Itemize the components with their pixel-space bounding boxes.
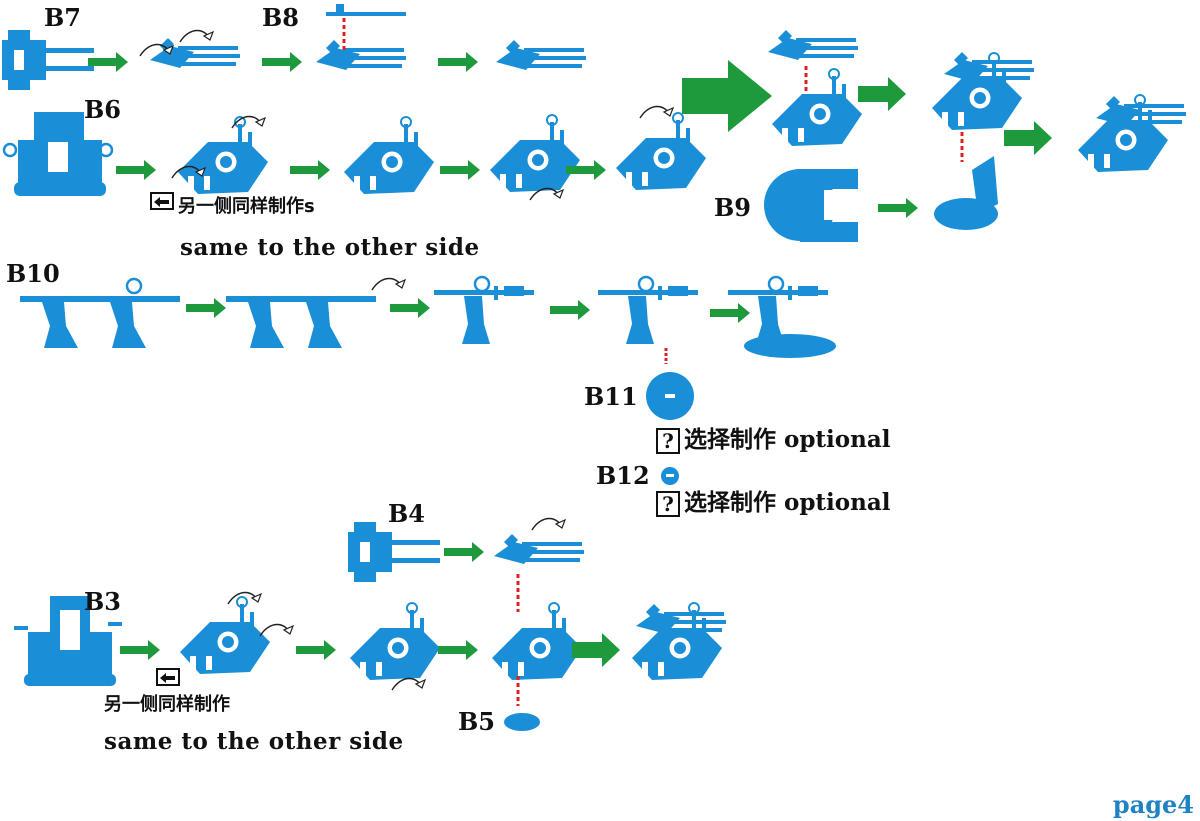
green-arrow-icon <box>550 300 590 320</box>
label-b10: B10 <box>6 259 60 288</box>
green-arrow-icon <box>120 640 160 660</box>
curved-fold-arrow-icon <box>639 105 674 119</box>
b7-folding-step <box>150 38 240 68</box>
green-arrow-icon <box>710 303 750 323</box>
b4-folded <box>494 534 584 564</box>
b3-step-2 <box>348 601 442 682</box>
b10-step-3 <box>596 275 700 346</box>
question-box-icon: ? <box>656 428 680 454</box>
b5-base-part <box>504 713 540 731</box>
b9-base-part <box>764 169 858 242</box>
b6-flat-part <box>2 112 114 196</box>
flip-side-icon <box>156 668 180 686</box>
b11-optional-text: 选择制作 optional <box>684 426 891 453</box>
green-arrow-icon <box>444 542 484 562</box>
green-arrow-icon <box>116 160 156 180</box>
green-arrow-icon <box>440 160 480 180</box>
green-arrow-icon <box>682 60 772 132</box>
label-b5: B5 <box>458 707 495 736</box>
question-box-icon: ? <box>656 491 680 517</box>
b12-optional-note: ?选择制作 optional <box>656 491 891 517</box>
b6-step-2 <box>342 115 436 196</box>
green-arrow-icon <box>290 160 330 180</box>
b10-step-2 <box>432 275 536 346</box>
curved-fold-arrow-icon <box>179 29 214 43</box>
b3-note-chinese: 另一侧同样制作 <box>104 694 230 715</box>
b6-step-4 <box>614 111 708 192</box>
label-b12: B12 <box>596 461 650 490</box>
b11-disc-part <box>646 372 694 420</box>
b4-flat-part <box>348 522 440 582</box>
b6-note-english: same to the other side <box>180 234 480 261</box>
b10-result <box>726 275 836 358</box>
b10-flat-part <box>20 277 180 348</box>
curved-fold-arrow-icon <box>391 677 426 691</box>
green-arrow-icon <box>438 640 478 660</box>
label-b6: B6 <box>84 95 121 124</box>
b3-step-3 <box>490 601 584 682</box>
b3-step-1 <box>178 595 272 676</box>
b9-folded-base <box>934 156 998 230</box>
page-number: page4 <box>1112 790 1194 819</box>
b6-step-3 <box>488 113 582 194</box>
b12-optional-text: 选择制作 optional <box>684 489 891 516</box>
green-arrow-icon <box>296 640 336 660</box>
combined-mount <box>770 67 864 148</box>
label-b4: B4 <box>388 499 425 528</box>
green-arrow-icon <box>390 298 430 318</box>
b8-top-part <box>326 4 406 16</box>
combined-assembly-step <box>768 30 858 60</box>
green-arrow-icon <box>572 633 620 667</box>
b7-flat-part <box>2 30 94 90</box>
b6-step-1 <box>176 115 270 196</box>
flip-side-icon <box>150 192 174 210</box>
label-b8: B8 <box>262 3 299 32</box>
curved-fold-arrow-icon <box>371 277 406 291</box>
b3-flat-part <box>14 596 122 686</box>
label-b11: B11 <box>584 382 638 411</box>
label-b3: B3 <box>84 587 121 616</box>
label-b9: B9 <box>714 193 751 222</box>
green-arrow-icon <box>262 52 302 72</box>
green-arrow-icon <box>438 52 478 72</box>
green-arrow-icon <box>858 77 906 111</box>
b12-disc-part <box>661 467 679 485</box>
b3-result-guns <box>636 604 726 634</box>
green-arrow-icon <box>1004 121 1052 155</box>
b10-step-1 <box>226 296 376 348</box>
curved-fold-arrow-icon <box>259 623 294 637</box>
b6-note-chinese: 另一侧同样制作s <box>178 196 315 217</box>
curved-fold-arrow-icon <box>531 517 566 531</box>
label-b7: B7 <box>44 3 81 32</box>
b3-note-english: same to the other side <box>104 728 404 755</box>
b11-optional-note: ?选择制作 optional <box>656 428 891 454</box>
b8-insert-step <box>316 40 406 70</box>
green-arrow-icon <box>186 298 226 318</box>
b8-result <box>496 40 586 70</box>
green-arrow-icon <box>878 198 918 218</box>
